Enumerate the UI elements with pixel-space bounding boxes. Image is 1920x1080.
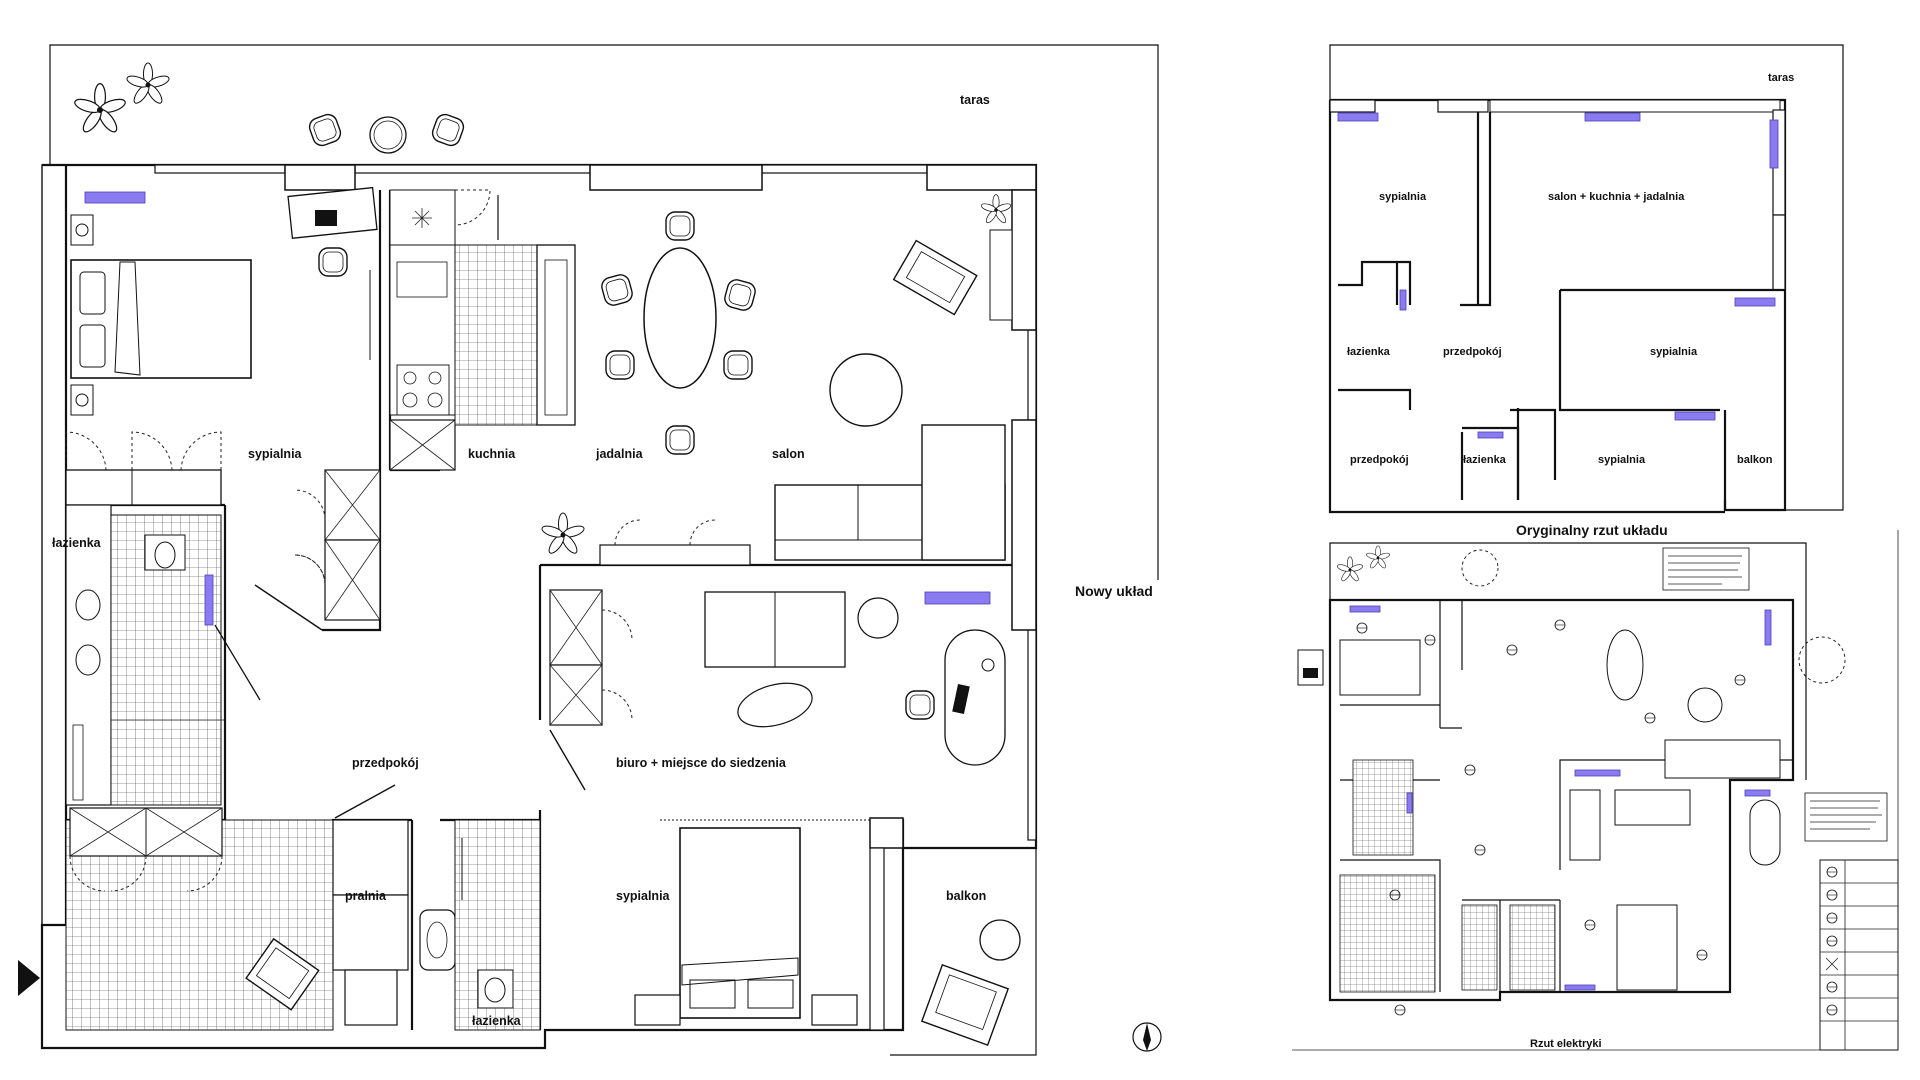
orig-label-przedpokoj-bl: przedpokój [1350, 454, 1409, 466]
north-compass-icon [1132, 1022, 1162, 1052]
orig-label-salon: salon + kuchnia + jadalnia [1548, 191, 1685, 203]
room-label-pralnia: pralnia [345, 889, 387, 903]
room-label-lazienka-bottom: łazienka [472, 1014, 522, 1028]
orig-label-sypialnia-tl: sypialnia [1379, 191, 1427, 203]
room-label-biuro: biuro + miejsce do siedzenia [616, 756, 787, 770]
original-layout-title: Oryginalny rzut układu [1516, 522, 1668, 538]
electrical-title: Rzut elektryki [1530, 1038, 1602, 1050]
room-label-lazienka-left: łazienka [52, 536, 102, 550]
orig-label-przedpokoj-m: przedpokój [1443, 346, 1502, 358]
orig-label-lazienka-b: łazienka [1463, 454, 1507, 466]
orig-label-balkon: balkon [1737, 454, 1773, 466]
room-label-kuchnia: kuchnia [468, 447, 516, 461]
orig-label-taras: taras [1768, 72, 1794, 84]
dining-table [643, 247, 717, 389]
balcony-outline [890, 848, 1037, 1056]
orig-label-sypialnia-mr: sypialnia [1650, 346, 1698, 358]
room-label-sypialnia-left: sypialnia [248, 447, 303, 461]
room-label-jadalnia: jadalnia [595, 447, 644, 461]
room-label-salon: salon [772, 447, 805, 461]
room-label-balkon: balkon [946, 889, 986, 903]
new-layout-title: Nowy układ [1075, 583, 1153, 599]
room-label-taras: taras [960, 93, 990, 107]
entrance-arrow-icon [18, 960, 40, 996]
terrace-outline [49, 44, 1159, 580]
bed-bottom [679, 827, 801, 1019]
electrical-plan: Rzut elektryki [1292, 530, 1899, 1051]
room-label-przedpokoj: przedpokój [352, 756, 419, 770]
new-layout-plan: taras sypialnia kuchnia jadalnia salon ł… [18, 44, 1162, 1056]
orig-label-lazienka-ml: łazienka [1347, 346, 1391, 358]
original-terrace-outline [1329, 44, 1844, 511]
orig-label-sypialnia-b: sypialnia [1598, 454, 1646, 466]
original-layout-plan: taras sypialnia salon + kuchnia + jadaln… [1328, 44, 1844, 538]
room-label-sypialnia-bottom: sypialnia [616, 889, 671, 903]
